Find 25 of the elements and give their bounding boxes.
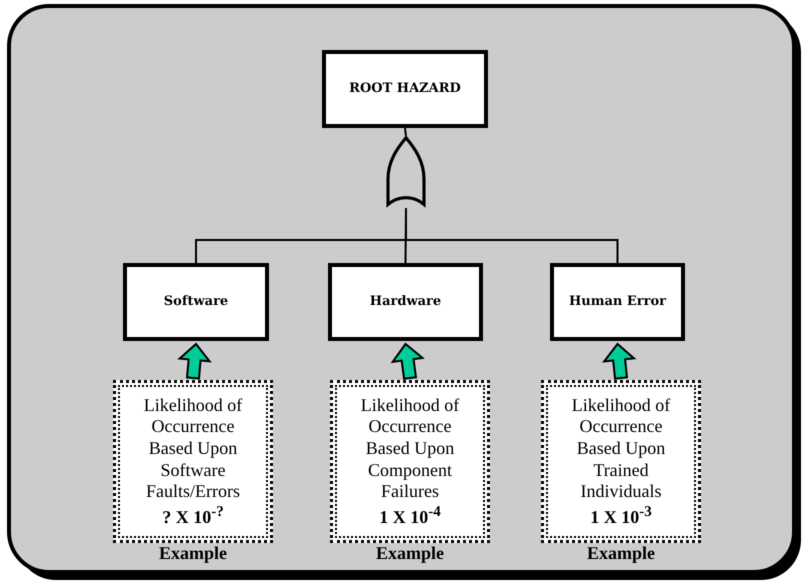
event-label: ROOT HAZARD [349, 80, 461, 98]
event-box [123, 263, 269, 341]
connector-line [404, 128, 407, 136]
probability-value: 1 X 10$^{-3}$ [590, 502, 652, 528]
likelihood-text: Likelihood of Occurrence Based Upon Trained Individuals [570, 394, 672, 503]
likelihood-text: Likelihood of Occurrence Based Upon Component Failures [360, 394, 460, 503]
evidence-box [541, 380, 701, 543]
block-arrow [390, 342, 425, 380]
example-caption: Example [374, 543, 445, 564]
event-label: Software [164, 294, 228, 310]
event-label: Hardware [370, 294, 442, 310]
block-arrow [602, 342, 636, 380]
example-caption: Example [158, 543, 228, 564]
event-box [328, 263, 483, 341]
event-box [322, 50, 488, 128]
event-label: Human Error [568, 294, 666, 310]
connector-line [405, 208, 618, 263]
probability-value: ? X 10$^{-?}$ [162, 502, 224, 528]
likelihood-text: Likelihood of Occurrence Based Upon Software Faults/Errors [142, 394, 244, 503]
block-arrow [177, 342, 212, 380]
event-box [550, 263, 685, 341]
example-caption: Example [586, 543, 656, 564]
evidence-box [113, 380, 273, 543]
evidence-box [330, 380, 490, 543]
probability-value: 1 X 10$^{-4}$ [379, 502, 441, 528]
